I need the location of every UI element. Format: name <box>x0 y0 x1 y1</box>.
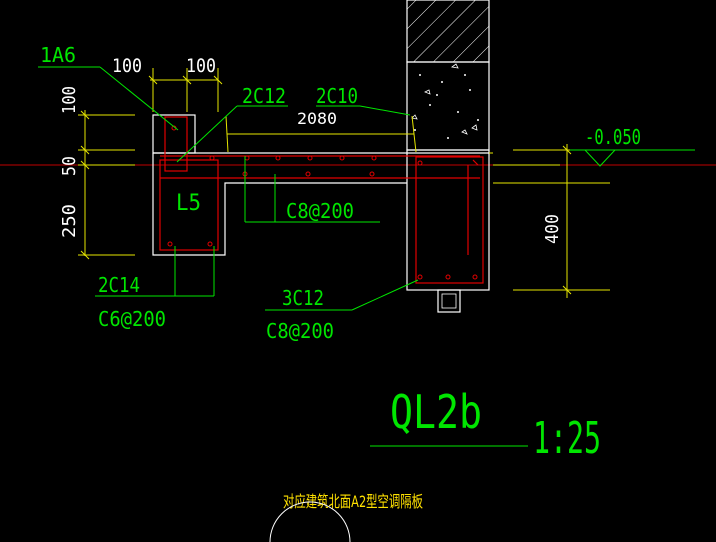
dim-h-top: 100 <box>59 86 80 114</box>
section-mark-circle <box>269 501 351 542</box>
wall-above <box>406 0 490 151</box>
dim-h-bottom: 250 <box>59 204 80 238</box>
dim-span: 2080 <box>297 109 337 128</box>
drawing-scale: 1:25 <box>533 413 601 464</box>
dim-right-height: 400 <box>542 214 563 244</box>
drawing-title: QL2b <box>390 385 482 439</box>
label-2c14: 2C14 <box>98 273 140 297</box>
leader-lines <box>38 66 528 447</box>
label-c6: C6@200 <box>98 307 166 331</box>
label-beam-l5: L5 <box>176 191 201 216</box>
rebar-dots <box>167 125 478 280</box>
dim-h-mid: 50 <box>59 156 80 176</box>
label-3c12: 3C12 <box>282 286 324 310</box>
dim-top-width-2: 100 <box>186 55 216 77</box>
label-c8-beam: C8@200 <box>266 319 334 343</box>
label-2c12: 2C12 <box>242 84 286 108</box>
elevation-marker <box>570 149 695 167</box>
section-outline <box>152 114 490 313</box>
dim-top-width-1: 100 <box>112 55 142 77</box>
dimension-lines <box>78 68 610 298</box>
label-2c10: 2C10 <box>316 84 358 108</box>
label-1a6: 1A6 <box>40 43 76 67</box>
drawing-caption: 对应建筑北面A2型空调隔板 <box>283 492 423 511</box>
label-c8-slab: C8@200 <box>286 199 354 223</box>
label-elevation: -0.050 <box>585 125 641 149</box>
